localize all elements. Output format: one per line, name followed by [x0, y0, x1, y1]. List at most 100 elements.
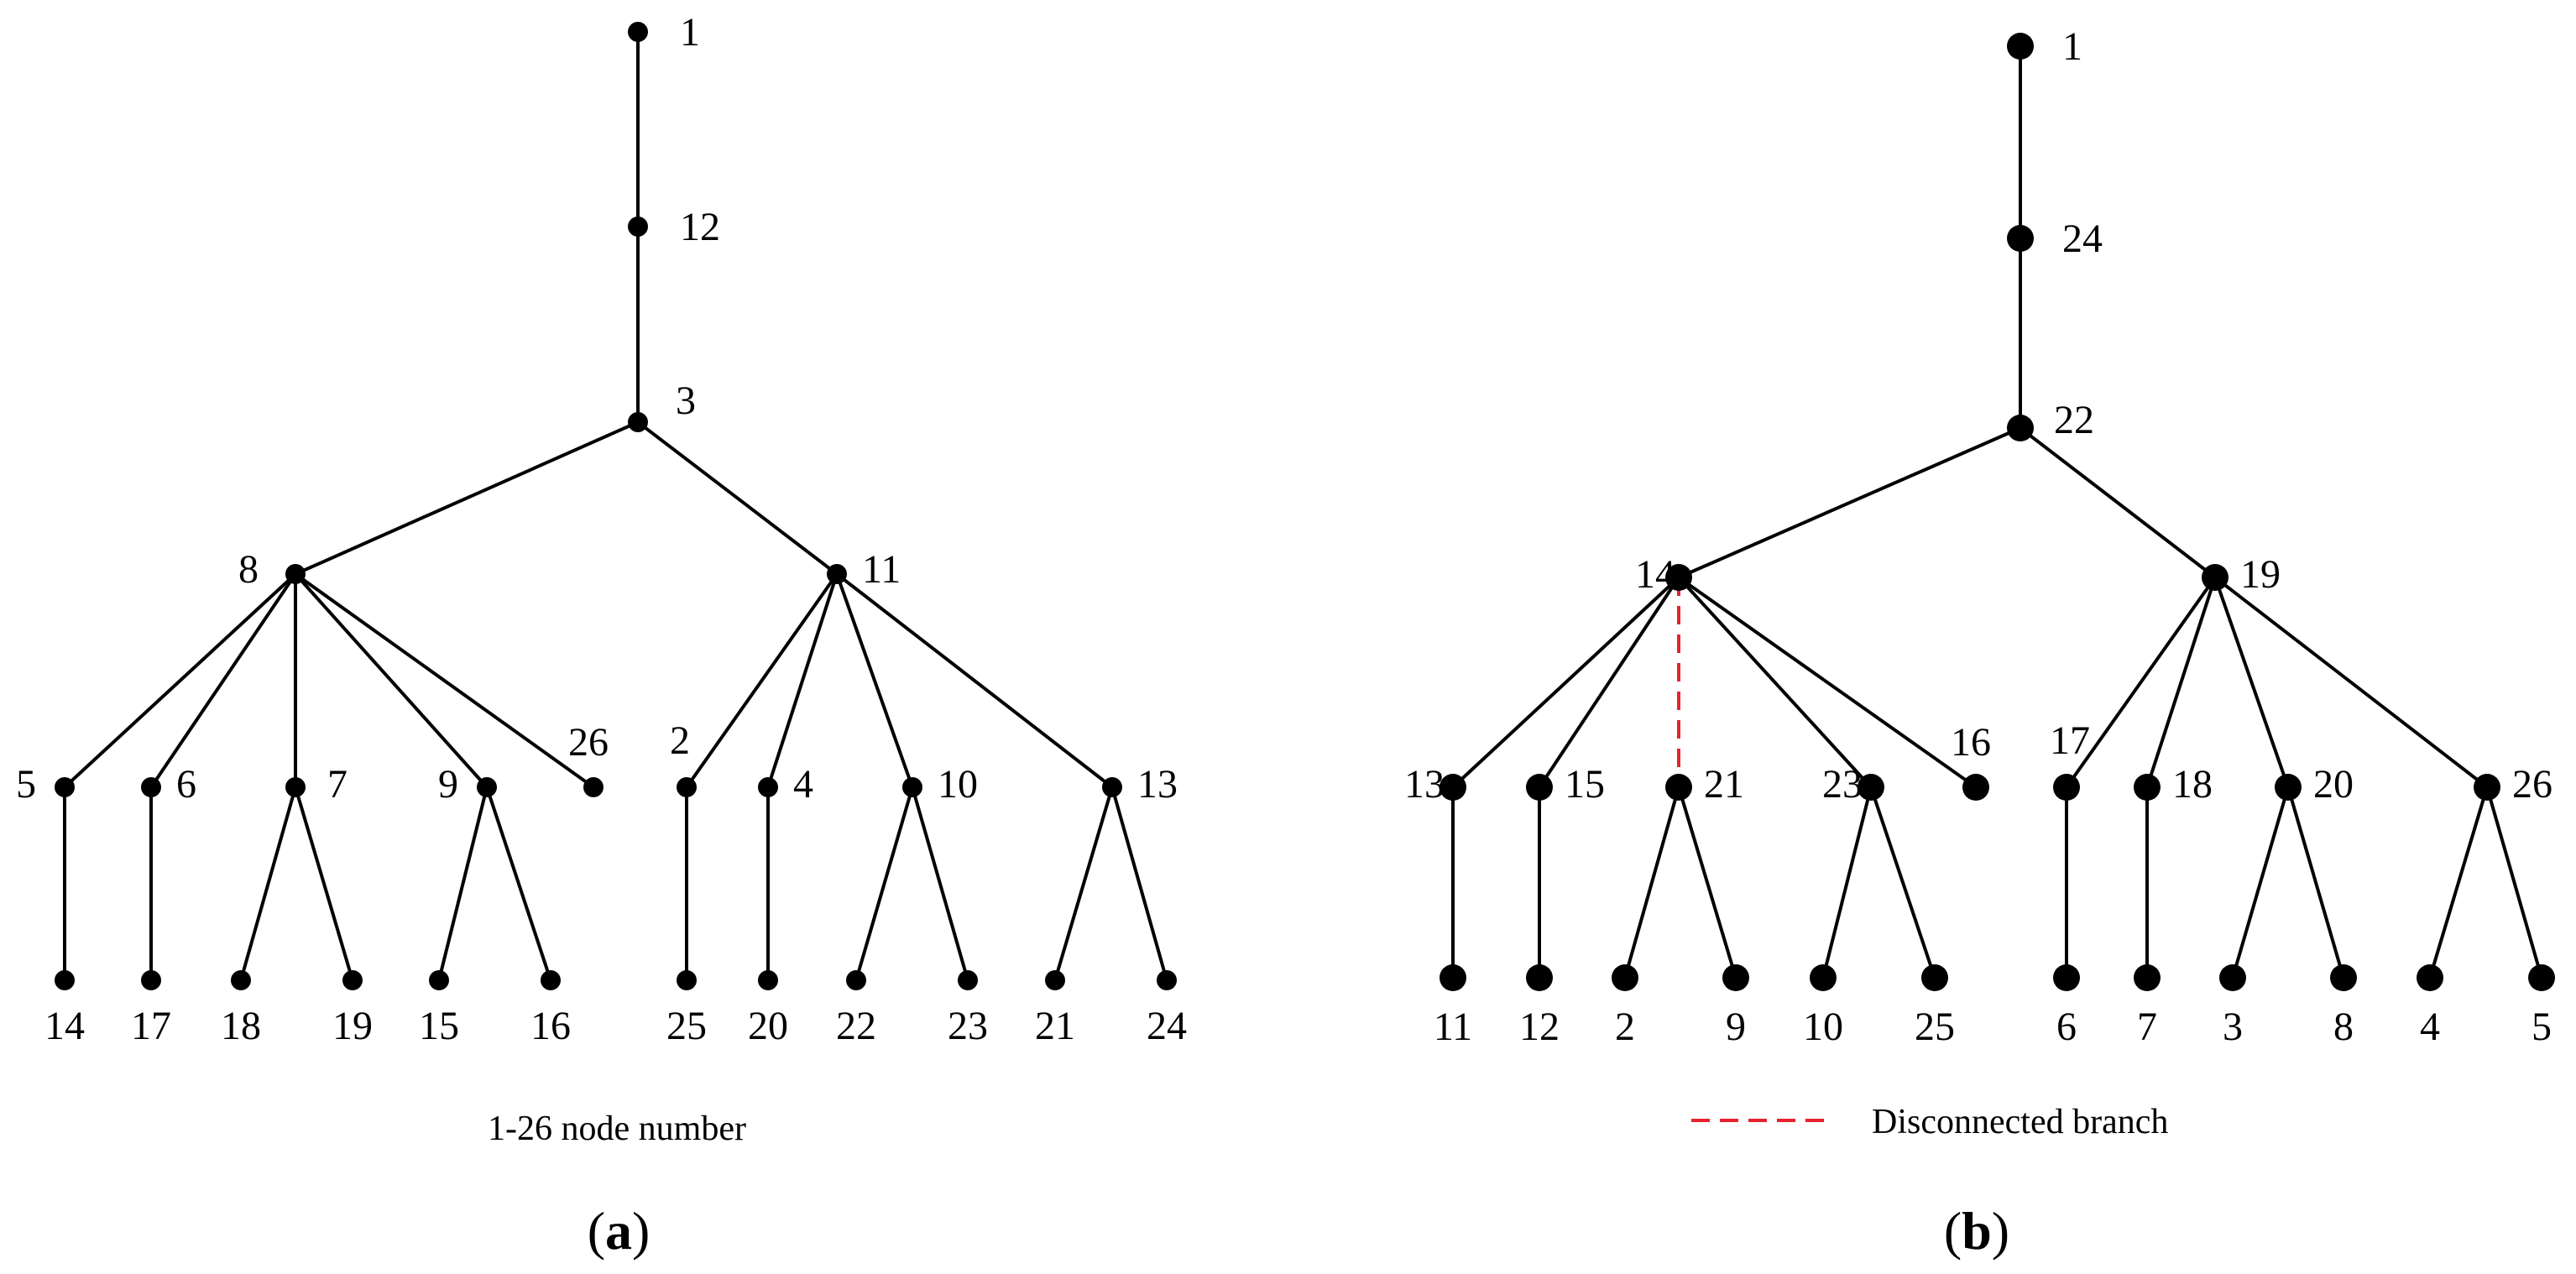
panel-b-node-11	[1440, 964, 1466, 991]
panel-b-node-label-11: 11	[1434, 1005, 1472, 1049]
panel-a-node-label-19: 19	[332, 1004, 373, 1048]
panel-b-node-label-21: 21	[1704, 762, 1744, 807]
panel-b-node-label-8: 8	[2333, 1005, 2354, 1049]
panel-a-edge-13-21	[1053, 786, 1114, 981]
panel-b-node-label-20: 20	[2313, 762, 2354, 807]
panel-b-node-label-25: 25	[1915, 1005, 1955, 1049]
panel-a-node-2	[677, 777, 697, 797]
panel-b-node-label-6: 6	[2056, 1005, 2077, 1049]
panel-b-tag: (b)	[1944, 1201, 2009, 1261]
panel-a-node-20	[758, 970, 778, 990]
panel-b-node-7	[2134, 964, 2161, 991]
panel-a-edge-7-19	[294, 786, 354, 981]
panel-a-node-label-9: 9	[438, 762, 458, 807]
panel-a-node-3	[628, 412, 648, 432]
panel-b-edge-20-3	[2231, 786, 2290, 979]
panel-b-edges	[1451, 46, 2543, 979]
panel-b-node-4	[2417, 964, 2443, 991]
panel-b-node-23	[1858, 774, 1884, 801]
panel-b-node-label-2: 2	[1615, 1005, 1635, 1049]
panel-b-node-label-18: 18	[2172, 762, 2213, 807]
panel-b-node-label-4: 4	[2420, 1005, 2440, 1049]
panel-b-edge-23-25	[1869, 786, 1936, 979]
panel-a-node-5	[55, 777, 75, 797]
panel-a-node-label-23: 23	[948, 1004, 988, 1048]
panel-b-node-label-7: 7	[2137, 1005, 2157, 1049]
panel-b-node-5	[2528, 964, 2555, 991]
panel-a-edge-9-16	[485, 786, 552, 981]
panel-b-node-label-24: 24	[2062, 217, 2103, 261]
panel-b-node-label-15: 15	[1565, 762, 1605, 807]
panel-b-edge-14-16	[1677, 576, 1978, 789]
panel-a-node-label-4: 4	[793, 762, 813, 807]
panel-a-node-label-25: 25	[666, 1004, 707, 1048]
panel-a-node-15	[429, 970, 449, 990]
panel-b-node-26	[2474, 774, 2500, 801]
panel-b-edge-19-18	[2145, 577, 2217, 788]
panel-b-node-19	[2202, 564, 2229, 591]
panel-b-node-label-9: 9	[1726, 1005, 1746, 1049]
panel-a-node-14	[55, 970, 75, 990]
panel-b-node-3	[2219, 964, 2246, 991]
panel-a-tag: (a)	[588, 1201, 651, 1261]
panel-b-node-label-14: 14	[1635, 552, 1675, 597]
panel-a-edge-10-22	[854, 786, 914, 981]
panel-b-edge-19-26	[2213, 576, 2489, 789]
panel-b-edge-23-10	[1821, 786, 1873, 979]
panel-a-node-8	[285, 564, 306, 584]
panel-a-node-7	[285, 777, 306, 797]
panel-b-node-label-16: 16	[1951, 720, 1991, 765]
panel-a-node-label-15: 15	[419, 1004, 459, 1048]
panel-a-edge-10-23	[911, 786, 969, 981]
panel-a-edges	[63, 32, 1168, 981]
panel-a-edge-9-15	[437, 786, 489, 981]
panel-a-node-26	[583, 777, 604, 797]
panel-b-node-17	[2053, 774, 2080, 801]
panel-a-node-13	[1102, 777, 1122, 797]
panel-b-node-25	[1921, 964, 1948, 991]
panel-a-node-label-7: 7	[327, 762, 347, 807]
panel-a-node-11	[827, 564, 847, 584]
panel-b-node-1	[2007, 33, 2034, 60]
panel-a-node-label-5: 5	[16, 762, 36, 807]
panel-a-node-label-18: 18	[221, 1004, 261, 1048]
panel-a-node-12	[628, 217, 648, 237]
panel-b-edge-14-15	[1538, 576, 1680, 789]
panel-a-node-23	[958, 970, 978, 990]
panel-b-node-label-17: 17	[2050, 718, 2090, 763]
panel-a-node-label-3: 3	[676, 379, 696, 423]
panel-a-node-10	[902, 777, 922, 797]
panel-a-node-label-13: 13	[1137, 762, 1178, 807]
panel-a-node-22	[846, 970, 866, 990]
panel-b-edge-21-9	[1677, 786, 1737, 979]
panel-a-node-4	[758, 777, 778, 797]
panel-a-edge-7-18	[239, 786, 297, 981]
panel-b-node-14	[1665, 564, 1692, 591]
panel-a-edge-3-8	[295, 420, 639, 576]
panel-a-node-label-6: 6	[176, 762, 196, 807]
panel-a-node-label-2: 2	[670, 718, 690, 763]
panel-a-node-17	[141, 970, 161, 990]
panel-a-node-label-17: 17	[131, 1004, 171, 1048]
panel-a-node-9	[477, 777, 497, 797]
panel-b-node-12	[1526, 964, 1553, 991]
panel-a-node-label-8: 8	[238, 547, 259, 592]
panel-a-node-18	[231, 970, 251, 990]
panel-b-node-16	[1962, 774, 1989, 801]
panel-b-node-label-26: 26	[2512, 762, 2552, 807]
panel-b-node-22	[2007, 415, 2034, 441]
panel-b-edge-26-5	[2485, 786, 2543, 979]
panel-b-node-21	[1665, 774, 1692, 801]
panel-a-node-label-12: 12	[680, 205, 720, 249]
legend-disconnected-branch: Disconnected branch	[1872, 1103, 2168, 1141]
panel-b-node-label-10: 10	[1803, 1005, 1843, 1049]
panel-b-node-24	[2007, 225, 2034, 252]
panel-a-node-label-10: 10	[938, 762, 978, 807]
panel-a-node-label-16: 16	[530, 1004, 571, 1048]
panel-b-node-label-19: 19	[2240, 552, 2281, 597]
